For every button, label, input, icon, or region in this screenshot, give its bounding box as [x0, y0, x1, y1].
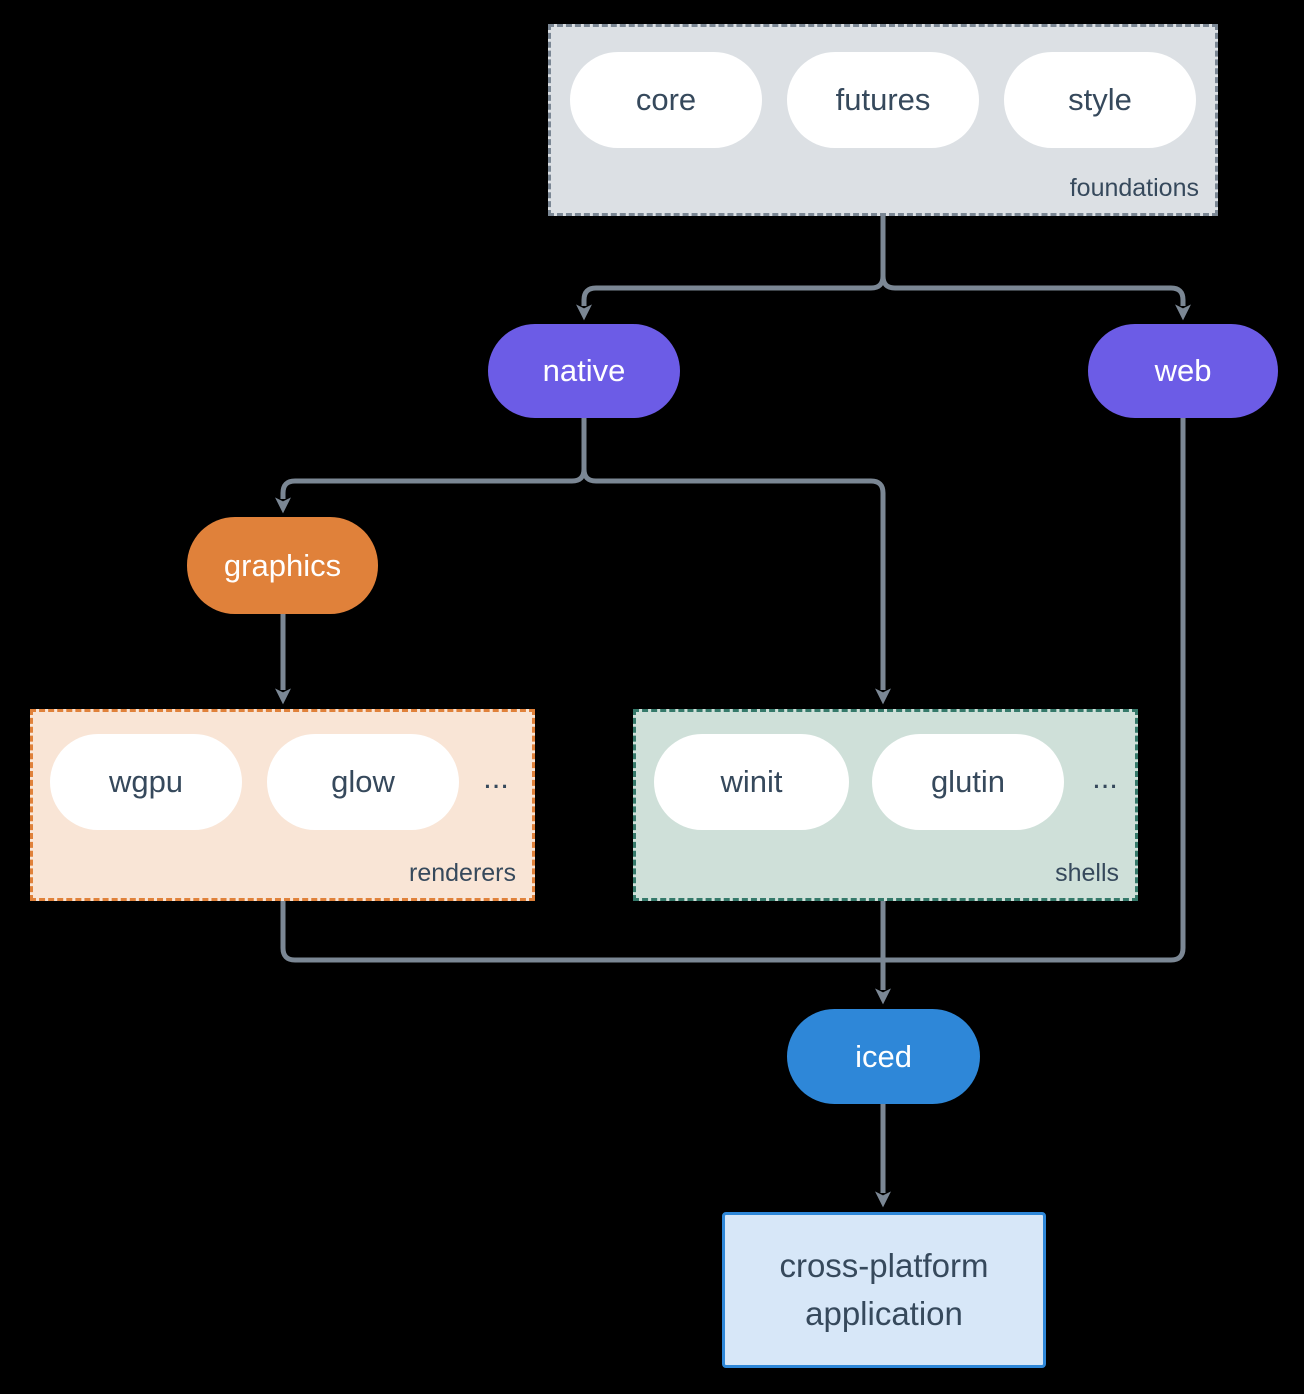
node-graphics: graphics: [187, 517, 378, 614]
shells-group-label: shells: [1055, 859, 1119, 887]
pill-glow-label: glow: [331, 764, 395, 799]
pill-core: core: [570, 52, 762, 148]
foundations-group-label: foundations: [1069, 174, 1199, 202]
cross-platform-application-box: cross-platform application: [722, 1212, 1046, 1368]
pill-core-label: core: [635, 82, 697, 117]
edge-foundations-to-native: [576, 216, 886, 321]
pill-glutin: glutin: [872, 734, 1064, 830]
pill-winit-label: winit: [720, 764, 783, 799]
pill-futures: futures: [787, 52, 979, 148]
pill-glutin-label: glutin: [930, 764, 1006, 799]
node-native: native: [488, 324, 680, 418]
node-iced-label: iced: [855, 1038, 912, 1074]
node-graphics-label: graphics: [223, 547, 342, 583]
edge-renderers-to-merge: [280, 901, 881, 963]
renderers-ellipsis: ...: [483, 760, 509, 795]
pill-futures-label: futures: [835, 82, 931, 117]
edge-web-to-merge: [885, 418, 1186, 963]
renderers-group-label: renderers: [409, 859, 516, 887]
node-web-label: web: [1154, 353, 1212, 388]
node-iced: iced: [787, 1009, 980, 1104]
pill-style: style: [1004, 52, 1196, 148]
foundations-group: core futures style foundations: [548, 24, 1218, 216]
shells-group: winit glutin ... shells: [633, 709, 1138, 901]
application-label-line2: application: [805, 1295, 963, 1332]
pill-winit: winit: [654, 734, 849, 830]
edge-native-to-shells: [581, 468, 891, 705]
node-native-label: native: [542, 353, 626, 388]
pill-glow: glow: [267, 734, 459, 830]
pill-wgpu: wgpu: [50, 734, 242, 830]
renderers-group: wgpu glow ... renderers: [30, 709, 535, 901]
edge-native-to-graphics: [275, 418, 587, 514]
application-label-line1: cross-platform: [779, 1247, 989, 1284]
edge-foundations-to-web: [880, 275, 1191, 321]
pill-wgpu-label: wgpu: [108, 764, 184, 799]
shells-ellipsis: ...: [1092, 760, 1118, 795]
pill-style-label: style: [1068, 82, 1132, 117]
node-web: web: [1088, 324, 1278, 418]
